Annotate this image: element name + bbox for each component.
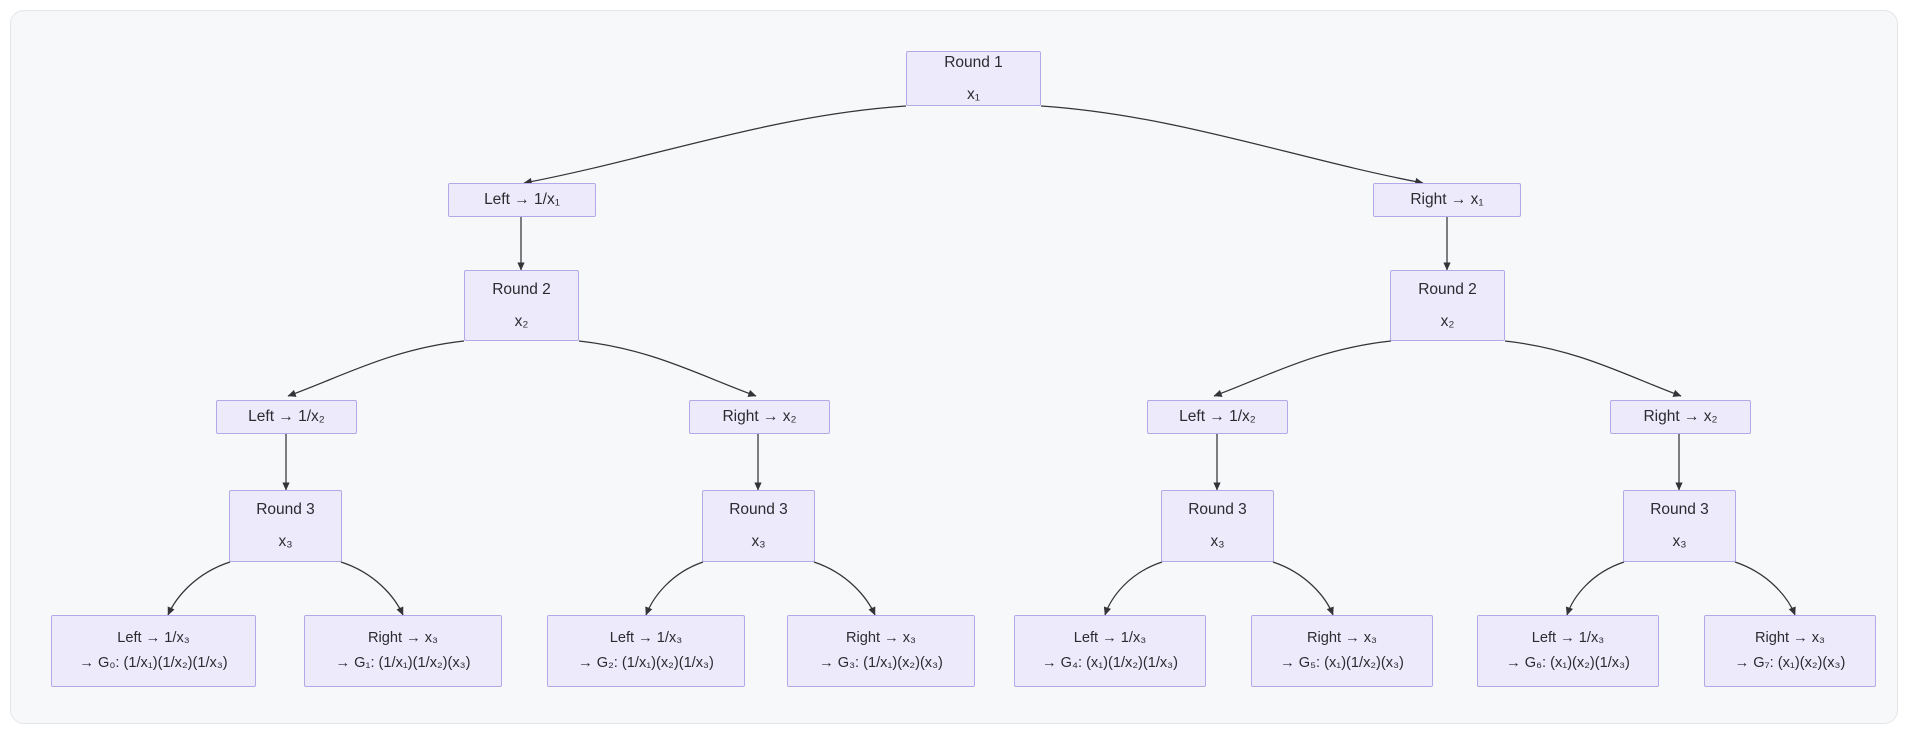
node-leaf-g7-decision: Right → x₃	[1754, 630, 1825, 647]
node-leaf-g5[interactable]: Right → x₃ → G₅: (x₁)(1/x₂)(x₃)	[1251, 615, 1433, 687]
edge-round3-1-to-g1	[340, 561, 404, 616]
node-round-3-2[interactable]: Round 3 x₃	[702, 490, 815, 562]
node-round2b-right-decision[interactable]: Right → x₂	[1610, 400, 1751, 434]
node-round-1-variable: x₁	[967, 85, 980, 103]
node-round-3-3[interactable]: Round 3 x₃	[1161, 490, 1274, 562]
node-round-3-2-variable: x₃	[751, 533, 766, 550]
node-round-3-4[interactable]: Round 3 x₃	[1623, 490, 1736, 562]
node-round-3-2-title: Round 3	[729, 501, 788, 518]
node-leaf-g5-decision: Right → x₃	[1306, 630, 1377, 647]
edge-round2b-to-right	[1504, 340, 1682, 397]
node-round-3-4-title: Round 3	[1650, 501, 1709, 518]
edge-round3-1-to-g0	[167, 561, 231, 616]
node-leaf-g1[interactable]: Right → x₃ → G₁: (1/x₁)(1/x₂)(x₃)	[304, 615, 502, 687]
node-round2a-right-label: Right → x₂	[722, 408, 797, 425]
node-leaf-g1-outcome: → G₁: (1/x₁)(1/x₂)(x₃)	[335, 655, 471, 671]
edge-round3-4-to-g6	[1565, 561, 1625, 616]
node-root-right-label: Right → x₁	[1410, 191, 1484, 208]
node-leaf-g4-outcome: → G₄: (x₁)(1/x₂)(1/x₃)	[1042, 655, 1178, 671]
node-leaf-g2-outcome: → G₂: (1/x₁)(x₂)(1/x₃)	[578, 655, 714, 671]
node-root-left-label: Left → 1/x₁	[484, 191, 560, 208]
node-leaf-g2[interactable]: Left → 1/x₃ → G₂: (1/x₁)(x₂)(1/x₃)	[547, 615, 745, 687]
node-round-3-1-title: Round 3	[256, 501, 315, 518]
edge-round2a-to-right	[578, 340, 757, 397]
node-leaf-g5-outcome: → G₅: (x₁)(1/x₂)(x₃)	[1280, 655, 1404, 671]
edge-round3-3-to-g4	[1103, 561, 1163, 616]
node-leaf-g6-decision: Left → 1/x₃	[1531, 630, 1605, 647]
node-leaf-g7-outcome: → G₇: (x₁)(x₂)(x₃)	[1734, 655, 1846, 671]
edge-round2a-to-left	[287, 340, 465, 397]
node-round-3-1[interactable]: Round 3 x₃	[229, 490, 342, 562]
edge-round3-3-to-g5	[1272, 561, 1334, 616]
node-round-1[interactable]: Round 1 x₁	[906, 51, 1041, 106]
edge-round2b-to-left	[1213, 340, 1392, 397]
node-round-2-b-variable: x₂	[1440, 312, 1455, 330]
diagram-canvas: Round 1 x₁ Left → 1/x₁ Right → x₁ Round …	[10, 10, 1898, 724]
node-round-2-a[interactable]: Round 2 x₂	[464, 270, 579, 341]
node-leaf-g0[interactable]: Left → 1/x₃ → G₀: (1/x₁)(1/x₂)(1/x₃)	[51, 615, 256, 687]
node-round-3-3-title: Round 3	[1188, 501, 1247, 518]
node-round-2-b-title: Round 2	[1418, 280, 1477, 298]
edge-round1-to-left	[523, 105, 907, 186]
node-round-3-4-variable: x₃	[1672, 533, 1687, 550]
node-round2b-right-label: Right → x₂	[1643, 408, 1718, 425]
node-round-3-3-variable: x₃	[1210, 533, 1225, 550]
edge-round3-4-to-g7	[1734, 561, 1796, 616]
node-round2b-left-decision[interactable]: Left → 1/x₂	[1147, 400, 1288, 434]
edge-group	[167, 105, 1796, 616]
node-round-2-a-variable: x₂	[514, 312, 529, 330]
node-round2a-right-decision[interactable]: Right → x₂	[689, 400, 830, 434]
node-round-1-title: Round 1	[944, 53, 1003, 71]
node-leaf-g4-decision: Left → 1/x₃	[1073, 630, 1147, 647]
node-leaf-g6[interactable]: Left → 1/x₃ → G₆: (x₁)(x₂)(1/x₃)	[1477, 615, 1659, 687]
node-round2a-left-label: Left → 1/x₂	[248, 408, 325, 425]
node-round-2-b[interactable]: Round 2 x₂	[1390, 270, 1505, 341]
node-leaf-g3-decision: Right → x₃	[845, 630, 916, 647]
node-root-left-decision[interactable]: Left → 1/x₁	[448, 183, 596, 217]
node-leaf-g3-outcome: → G₃: (1/x₁)(x₂)(x₃)	[819, 655, 943, 671]
node-leaf-g7[interactable]: Right → x₃ → G₇: (x₁)(x₂)(x₃)	[1704, 615, 1876, 687]
node-leaf-g0-decision: Left → 1/x₃	[117, 630, 190, 647]
edge-round3-2-to-g3	[813, 561, 876, 616]
node-leaf-g4[interactable]: Left → 1/x₃ → G₄: (x₁)(1/x₂)(1/x₃)	[1014, 615, 1206, 687]
node-leaf-g6-outcome: → G₆: (x₁)(x₂)(1/x₃)	[1506, 655, 1630, 671]
node-round-2-a-title: Round 2	[492, 280, 551, 298]
edge-round3-2-to-g2	[645, 561, 704, 616]
node-leaf-g0-outcome: → G₀: (1/x₁)(1/x₂)(1/x₃)	[79, 655, 228, 671]
node-round2b-left-label: Left → 1/x₂	[1179, 408, 1256, 425]
edge-round1-to-right	[1040, 105, 1424, 186]
node-round-3-1-variable: x₃	[278, 533, 293, 550]
node-root-right-decision[interactable]: Right → x₁	[1373, 183, 1521, 217]
node-leaf-g1-decision: Right → x₃	[367, 630, 438, 647]
node-leaf-g3[interactable]: Right → x₃ → G₃: (1/x₁)(x₂)(x₃)	[787, 615, 975, 687]
node-leaf-g2-decision: Left → 1/x₃	[609, 630, 683, 647]
node-round2a-left-decision[interactable]: Left → 1/x₂	[216, 400, 357, 434]
